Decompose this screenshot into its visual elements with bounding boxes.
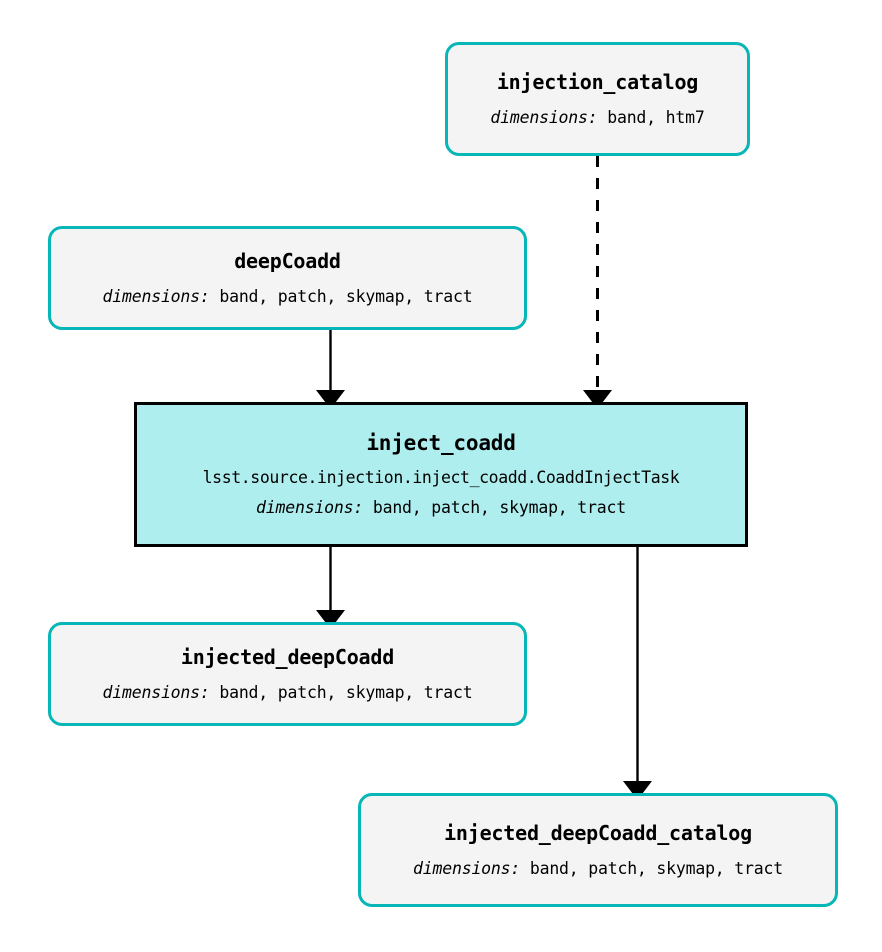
node-class-path: lsst.source.injection.inject_coadd.Coadd… (202, 468, 680, 488)
dimensions-label: dimensions: (413, 858, 521, 878)
node-injection-catalog[interactable]: injection_catalog dimensions: band, htm7 (445, 42, 750, 156)
node-title: injected_deepCoadd (180, 644, 395, 669)
edge-inject-coadd-to-injected-deepcoadd (316, 547, 345, 629)
node-deepcoadd[interactable]: deepCoadd dimensions: band, patch, skyma… (48, 226, 527, 330)
dimensions-label: dimensions: (102, 682, 210, 702)
node-dimensions: dimensions: band, patch, skymap, tract (102, 682, 473, 702)
dimensions-value: band, patch, skymap, tract (372, 497, 626, 517)
node-dimensions: dimensions: band, patch, skymap, tract (102, 286, 473, 306)
dimensions-label: dimensions: (490, 107, 598, 127)
node-dimensions: dimensions: band, patch, skymap, tract (256, 497, 626, 517)
node-inject-coadd[interactable]: inject_coadd lsst.source.injection.injec… (134, 402, 748, 547)
edge-injection-catalog-to-inject-coadd (583, 156, 612, 409)
node-dimensions: dimensions: band, patch, skymap, tract (413, 858, 783, 878)
dimensions-value: band, patch, skymap, tract (529, 858, 783, 878)
node-title: injected_deepCoadd_catalog (444, 820, 752, 845)
dimensions-value: band, htm7 (607, 107, 705, 127)
edge-deepcoadd-to-inject-coadd (316, 330, 345, 409)
edge-inject-coadd-to-injected-deepcoadd-catalog (623, 547, 652, 800)
node-title: injection_catalog (496, 69, 699, 94)
dimensions-label: dimensions: (102, 286, 210, 306)
dimensions-value: band, patch, skymap, tract (219, 682, 473, 702)
node-injected-deepcoadd[interactable]: injected_deepCoadd dimensions: band, pat… (48, 622, 527, 726)
node-title: deepCoadd (234, 248, 341, 273)
node-injected-deepcoadd-catalog[interactable]: injected_deepCoadd_catalog dimensions: b… (358, 793, 838, 907)
node-title: inject_coadd (366, 431, 516, 456)
dimensions-value: band, patch, skymap, tract (219, 286, 473, 306)
node-dimensions: dimensions: band, htm7 (490, 107, 705, 127)
dimensions-label: dimensions: (256, 497, 364, 517)
